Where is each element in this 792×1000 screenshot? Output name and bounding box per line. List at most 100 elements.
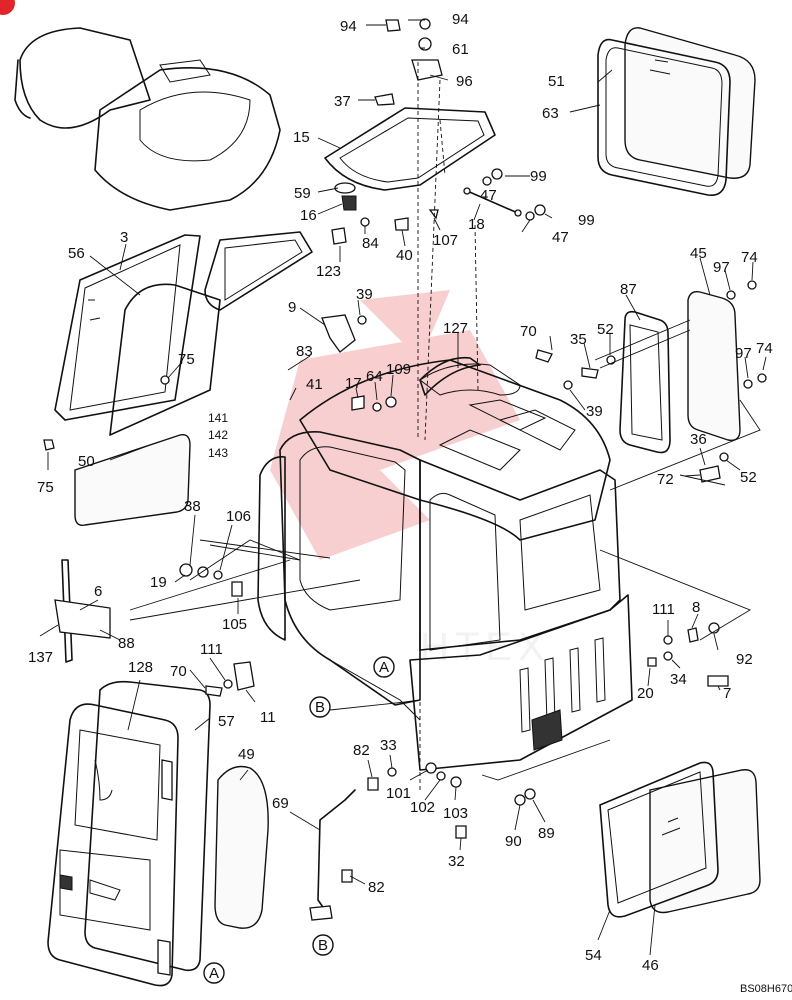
part-label: 89 [538, 825, 555, 842]
part-label: 64 [366, 368, 383, 385]
callout-b-upper: B [309, 696, 331, 718]
part-label: 109 [386, 361, 411, 378]
callout-a-lower: A [203, 962, 225, 984]
part-label: 72 [657, 471, 674, 488]
part-label: 36 [690, 431, 707, 448]
roof-window-frame [324, 107, 496, 191]
part-label: 19 [150, 574, 167, 591]
callout-a-upper: A [373, 656, 395, 678]
part-label: 15 [293, 129, 310, 146]
callout-b-upper-text: B [315, 699, 325, 716]
part-label: 101 [386, 785, 411, 802]
part-label: 106 [226, 508, 251, 525]
part-label: 46 [642, 957, 659, 974]
part-label: 69 [272, 795, 289, 812]
part-label: 90 [505, 833, 522, 850]
part-label: 94 [452, 11, 469, 28]
rear-window-glass [597, 27, 756, 197]
right-side-window [619, 290, 741, 454]
part-label: 38 [184, 498, 201, 515]
part-label: 61 [452, 41, 469, 58]
part-label: 33 [380, 737, 397, 754]
part-label: 56 [68, 245, 85, 262]
part-label: 37 [334, 93, 351, 110]
part-label: 84 [362, 235, 379, 252]
watermark-logo: HTEX [270, 290, 551, 669]
part-label: 88 [118, 635, 135, 652]
part-label: 97 [713, 259, 730, 276]
part-label: 11 [260, 709, 276, 726]
part-label: 143 [208, 446, 228, 460]
part-label: 74 [756, 340, 773, 357]
part-label: 103 [443, 805, 468, 822]
leader-lines [39, 19, 767, 956]
callout-a-lower-text: A [209, 965, 219, 982]
part-label: 59 [294, 185, 311, 202]
diagram-code: BS08H670 [740, 983, 792, 995]
part-label: 75 [178, 351, 195, 368]
part-label: 39 [586, 403, 603, 420]
part-label: 34 [670, 671, 687, 688]
part-label: 70 [170, 663, 187, 680]
part-label: 127 [443, 320, 468, 337]
left-door-glass [74, 434, 191, 526]
part-label: 54 [585, 947, 602, 964]
seat-cushion [14, 27, 281, 211]
part-label: 137 [28, 649, 53, 666]
part-label: 3 [120, 229, 128, 246]
part-label: 52 [740, 469, 757, 486]
part-label: 102 [410, 799, 435, 816]
front-lower-glass [599, 761, 761, 918]
callout-b-lower: B [312, 934, 334, 956]
part-label: 7 [723, 685, 731, 702]
watermark-text: HTEX [420, 625, 551, 669]
part-label: 57 [218, 713, 235, 730]
part-label: 18 [468, 216, 485, 233]
part-label: 123 [316, 263, 341, 280]
part-label: 52 [597, 321, 614, 338]
part-label: 82 [368, 879, 385, 896]
part-label: 50 [78, 453, 95, 470]
part-label: 99 [578, 212, 595, 229]
part-label: 87 [620, 281, 637, 298]
cab-door [47, 680, 211, 987]
part-label: 41 [306, 376, 323, 393]
part-label: 20 [637, 685, 654, 702]
part-label: 17 [345, 375, 362, 392]
part-label: 75 [37, 479, 54, 496]
part-label: 16 [300, 207, 317, 224]
part-label: 83 [296, 343, 313, 360]
part-label: 63 [542, 105, 559, 122]
part-label: 141 [208, 411, 228, 425]
part-label: 40 [396, 247, 413, 264]
part-label: 47 [552, 229, 569, 246]
part-label: 96 [456, 73, 473, 90]
corner-badge-icon [0, 0, 15, 15]
cab-frame [257, 359, 633, 790]
part-label: 128 [128, 659, 153, 676]
callout-b-lower-text: B [318, 937, 328, 954]
part-label: 92 [736, 651, 753, 668]
part-label: 35 [570, 331, 587, 348]
part-label: 107 [433, 232, 458, 249]
part-label: 39 [356, 286, 373, 303]
part-label: 99 [530, 168, 547, 185]
part-labels: 94 94 61 96 37 15 59 16 84 40 107 18 99 … [28, 11, 773, 974]
part-label: 70 [520, 323, 537, 340]
part-label: 8 [692, 599, 700, 616]
part-label: 142 [208, 428, 228, 442]
part-label: 49 [238, 746, 255, 763]
part-label: 111 [200, 641, 223, 658]
part-label: 74 [741, 249, 758, 266]
part-label: 32 [448, 853, 465, 870]
part-label: 111 [652, 601, 675, 618]
left-sliding-window [54, 231, 313, 436]
callout-a-upper-text: A [379, 659, 389, 676]
part-label: 82 [353, 742, 370, 759]
part-label: 94 [340, 18, 357, 35]
door-lower-glass [214, 765, 269, 929]
part-label: 97 [735, 345, 752, 362]
part-label: 105 [222, 616, 247, 633]
part-label: 45 [690, 245, 707, 262]
